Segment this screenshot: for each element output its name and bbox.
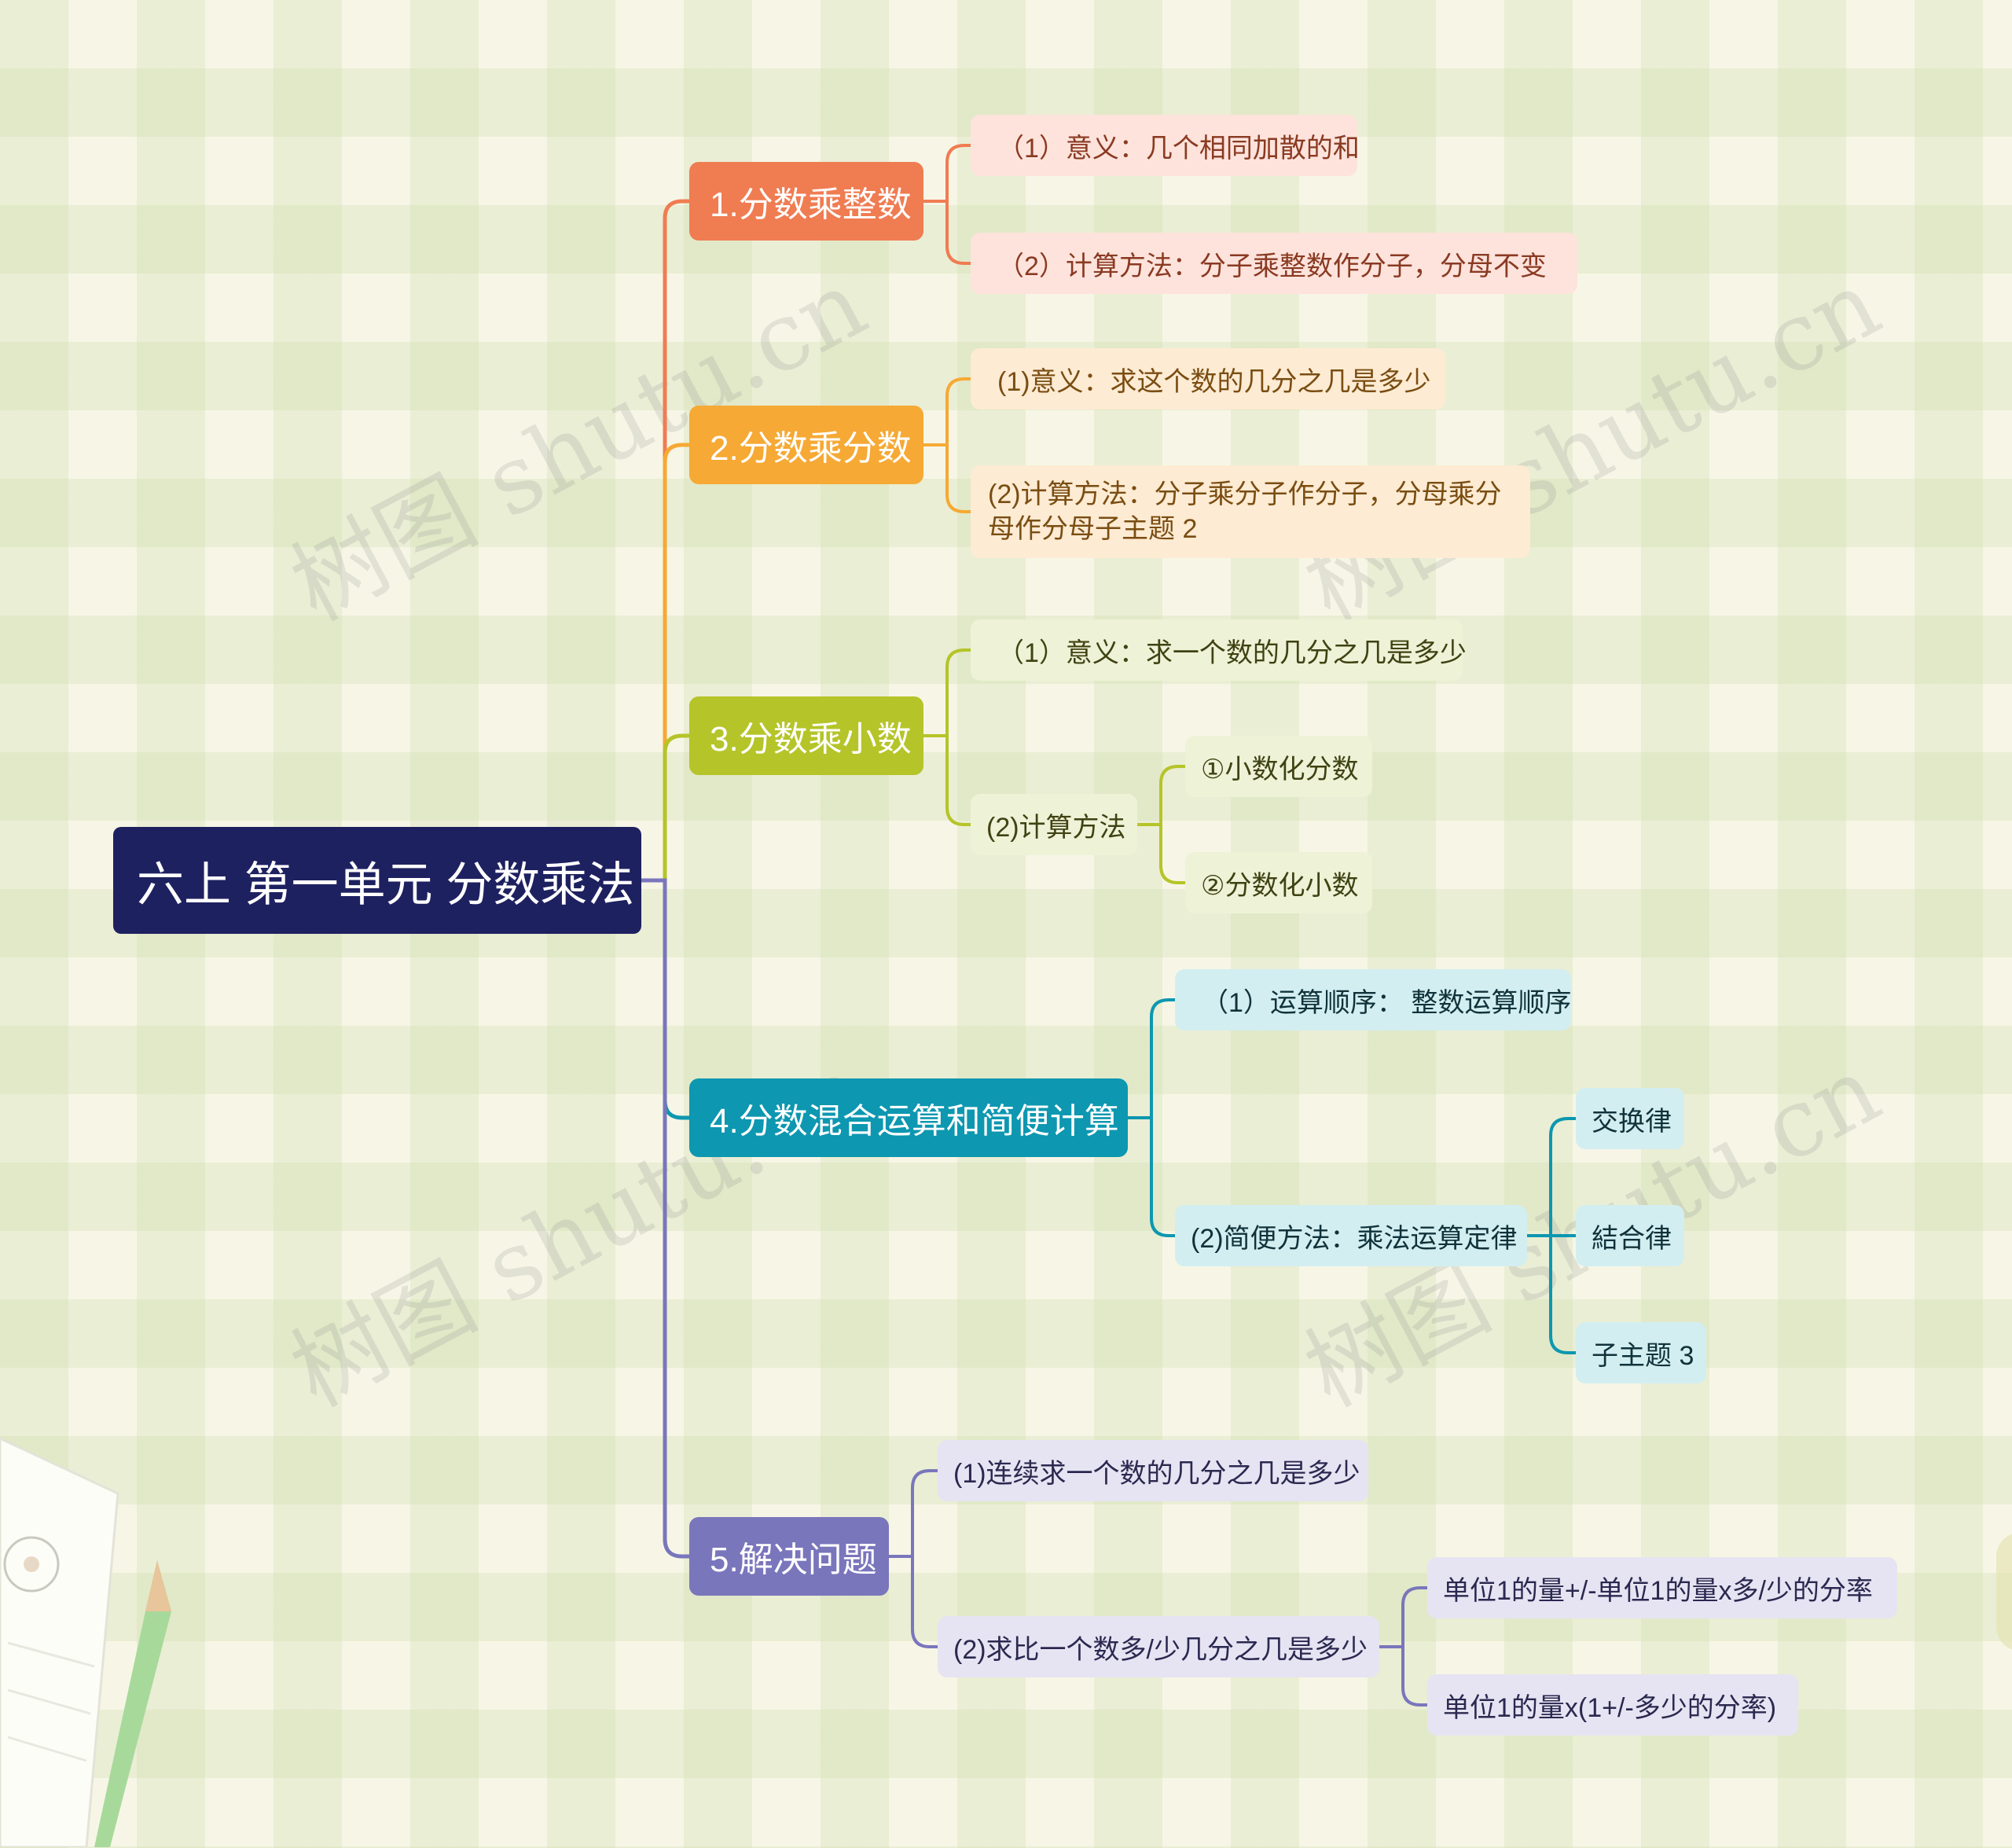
b5-sub-2-item-1[interactable]: 单位1的量+/-单位1的量x多/少的分率 <box>1427 1557 1897 1618</box>
connector <box>923 379 971 445</box>
branch-1[interactable]: 1.分数乘整数 <box>689 162 923 241</box>
connector <box>923 445 971 512</box>
b4-sub-2-item-1[interactable]: 交换律 <box>1576 1088 1684 1149</box>
connector <box>1527 1119 1576 1236</box>
b4-sub-2-item-2[interactable]: 結合律 <box>1576 1205 1684 1266</box>
connector <box>1527 1236 1576 1353</box>
b2-sub-2[interactable]: (2)计算方法：分子乘分子作分子，分母乘分母作分母子主题 2 <box>971 465 1530 558</box>
b1-sub-1[interactable]: （1）意义：几个相同加散的和 <box>971 115 1357 176</box>
connector <box>1128 1118 1175 1236</box>
b3-sub-2[interactable]: (2)计算方法 <box>971 794 1137 855</box>
b1-sub-2[interactable]: （2）计算方法：分子乘整数作分子，分母不变 <box>971 233 1577 294</box>
branch-2[interactable]: 2.分数乘分数 <box>689 406 923 484</box>
branch-4[interactable]: 4.分数混合运算和简便计算 <box>689 1078 1128 1157</box>
b3-sub-1[interactable]: （1）意义：求一个数的几分之几是多少 <box>971 619 1463 681</box>
b5-sub-2-item-2[interactable]: 单位1的量x(1+/-多少的分率) <box>1427 1674 1798 1736</box>
connector <box>1379 1647 1427 1705</box>
b4-sub-1[interactable]: （1）运算顺序： 整数运算顺序 <box>1175 969 1571 1031</box>
b3-sub-2-item-1[interactable]: ①小数化分数 <box>1185 736 1372 797</box>
b5-sub-1[interactable]: (1)连续求一个数的几分之几是多少 <box>938 1440 1368 1501</box>
b4-sub-2-item-3[interactable]: 子主题 3 <box>1576 1322 1706 1383</box>
connector <box>923 736 971 825</box>
connector <box>923 201 971 263</box>
connector <box>1379 1588 1427 1647</box>
connector <box>641 880 689 1556</box>
root-topic[interactable]: 六上 第一单元 分数乘法 <box>113 827 641 934</box>
branch-5[interactable]: 5.解决问题 <box>689 1517 889 1596</box>
branch-3[interactable]: 3.分数乘小数 <box>689 696 923 775</box>
connector <box>923 145 971 201</box>
b2-sub-1[interactable]: (1)意义：求这个数的几分之几是多少 <box>971 348 1445 410</box>
connector <box>641 736 689 880</box>
b4-sub-2[interactable]: (2)简便方法：乘法运算定律 <box>1175 1205 1527 1266</box>
b5-sub-2[interactable]: (2)求比一个数多/少几分之几是多少 <box>938 1616 1379 1677</box>
connector <box>1137 825 1185 883</box>
connector <box>1128 1000 1175 1118</box>
connector <box>889 1471 938 1556</box>
b3-sub-2-item-2[interactable]: ②分数化小数 <box>1185 852 1372 913</box>
connector <box>1137 766 1185 825</box>
connector <box>889 1556 938 1647</box>
connector <box>923 650 971 736</box>
